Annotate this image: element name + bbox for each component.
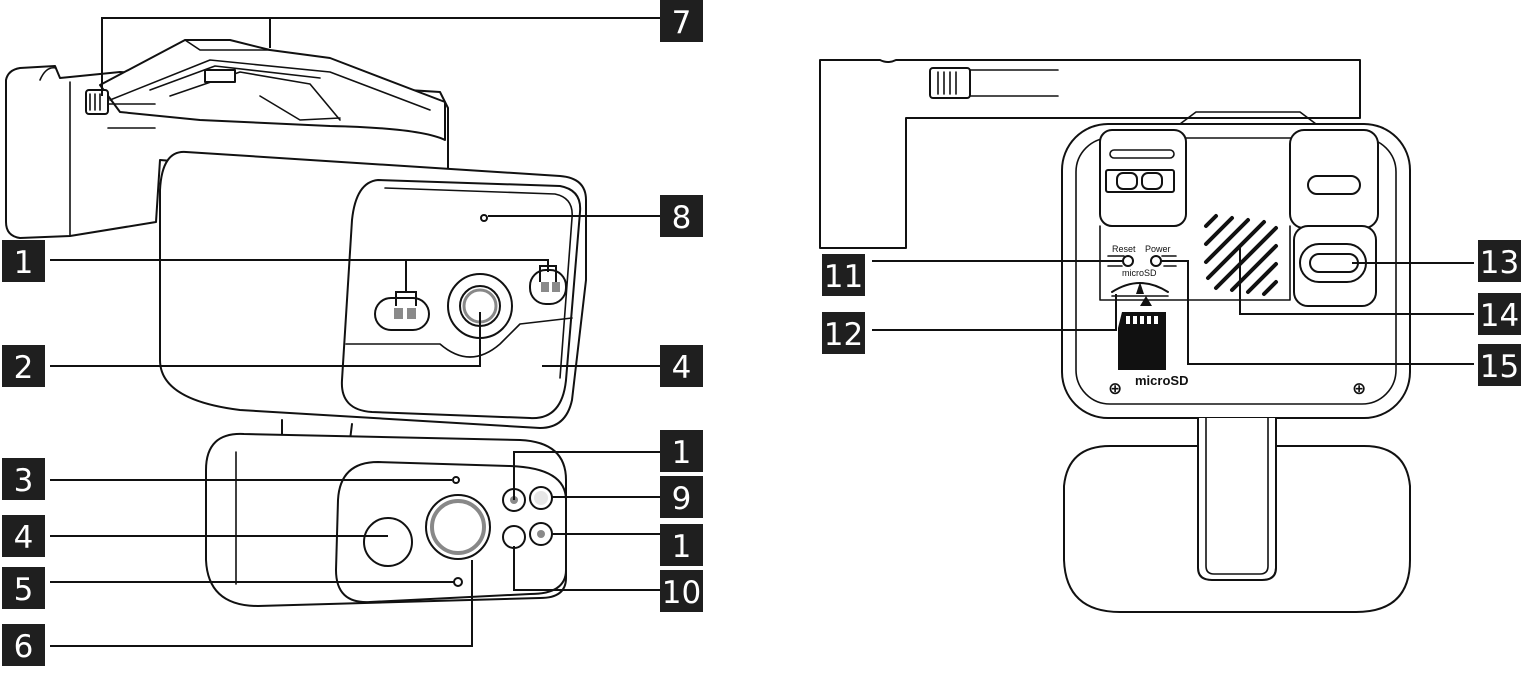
svg-text:2: 2	[14, 350, 34, 386]
front-view	[5, 39, 587, 607]
callout-10: 10	[660, 570, 703, 612]
callout-5: 5	[2, 567, 45, 609]
svg-text:11: 11	[824, 259, 863, 295]
back-view: Reset Power microSD microSD ⊕ ⊕	[819, 59, 1411, 613]
callout-7: 7	[660, 0, 703, 42]
mount-clip	[99, 39, 446, 141]
reset-label: Reset	[1112, 244, 1136, 254]
callout-1-right-a: 1	[660, 430, 703, 472]
callout-14: 14	[1478, 293, 1521, 335]
svg-text:4: 4	[672, 350, 692, 386]
callout-badges: 7 8 1 2 4 1 3 9 4 1 5 10 6 11 12 13 14 1…	[2, 0, 1521, 666]
svg-text:13: 13	[1480, 245, 1519, 281]
rear-slider-grip	[929, 67, 1059, 99]
svg-text:3: 3	[14, 463, 34, 499]
power-label: Power	[1145, 244, 1171, 254]
stand-base	[1063, 445, 1411, 613]
svg-text:10: 10	[662, 575, 701, 611]
callout-4-top: 4	[660, 345, 703, 387]
callout-3: 3	[2, 458, 45, 500]
rear-mount-bar	[819, 59, 1361, 249]
svg-text:4: 4	[14, 520, 34, 556]
callout-6: 6	[2, 624, 45, 666]
svg-text:1: 1	[672, 529, 692, 565]
callout-11: 11	[822, 254, 865, 296]
svg-text:12: 12	[824, 317, 863, 353]
screw-icon-right: ⊕	[1352, 379, 1366, 399]
callout-13: 13	[1478, 240, 1521, 282]
speaker-grille	[1204, 214, 1278, 296]
svg-text:9: 9	[672, 481, 692, 517]
svg-text:5: 5	[14, 572, 34, 608]
callout-8: 8	[660, 195, 703, 237]
callout-12: 12	[822, 312, 865, 354]
leader-lines	[50, 17, 1474, 647]
svg-text:1: 1	[672, 435, 692, 471]
callout-1-top: 1	[2, 240, 45, 282]
callout-1-right-b: 1	[660, 524, 703, 566]
microsd-text: microSD	[1135, 373, 1188, 388]
callout-4-bottom: 4	[2, 515, 45, 557]
svg-text:1: 1	[14, 245, 34, 281]
screw-icon-left: ⊕	[1108, 379, 1122, 399]
svg-text:8: 8	[672, 200, 692, 236]
callout-2: 2	[2, 345, 45, 387]
svg-text:7: 7	[672, 5, 692, 41]
svg-text:6: 6	[14, 629, 34, 665]
svg-text:15: 15	[1480, 349, 1519, 385]
callout-9: 9	[660, 476, 703, 518]
microsd-card-graphic	[1118, 296, 1166, 370]
microsd-slot-label: microSD	[1122, 268, 1157, 278]
callout-15: 15	[1478, 344, 1521, 386]
svg-text:14: 14	[1480, 298, 1519, 334]
